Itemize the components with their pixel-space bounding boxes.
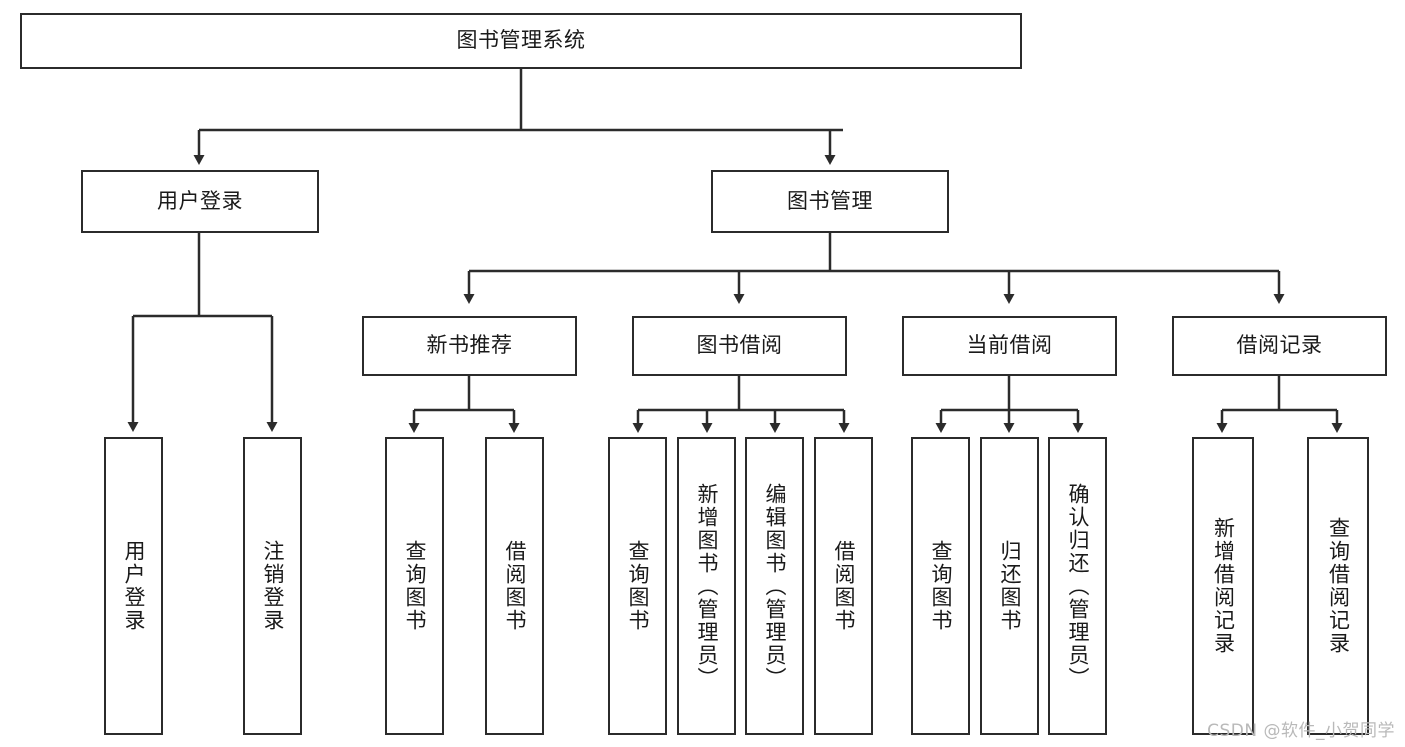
node-label: 用户登录: [121, 540, 146, 632]
node-label: 确认归还（管理员）: [1065, 482, 1090, 690]
leaf-borrow-query-book[interactable]: 查询图书: [608, 437, 667, 735]
node-label: 新增借阅记录: [1211, 517, 1236, 655]
leaf-current-query-book[interactable]: 查询图书: [911, 437, 970, 735]
node-book-borrow[interactable]: 图书借阅: [632, 316, 847, 376]
node-borrow-record[interactable]: 借阅记录: [1172, 316, 1387, 376]
leaf-borrow-borrow-book[interactable]: 借阅图书: [814, 437, 873, 735]
node-user-login[interactable]: 用户登录: [81, 170, 319, 233]
leaf-current-return-book[interactable]: 归还图书: [980, 437, 1039, 735]
leaf-current-confirm-return-admin[interactable]: 确认归还（管理员）: [1048, 437, 1107, 735]
node-label: 归还图书: [997, 540, 1022, 632]
leaf-record-add-record[interactable]: 新增借阅记录: [1192, 437, 1254, 735]
leaf-user-login-login[interactable]: 用户登录: [104, 437, 163, 735]
node-current-borrow[interactable]: 当前借阅: [902, 316, 1117, 376]
node-label: 查询借阅记录: [1326, 517, 1351, 655]
node-label: 查询图书: [402, 540, 427, 632]
node-label: 借阅记录: [1236, 333, 1323, 358]
node-label: 用户登录: [157, 188, 243, 213]
node-label: 借阅图书: [502, 540, 527, 632]
leaf-new-book-query[interactable]: 查询图书: [385, 437, 444, 735]
node-new-book-recommend[interactable]: 新书推荐: [362, 316, 577, 376]
node-label: 查询图书: [625, 540, 650, 632]
leaf-borrow-add-book-admin[interactable]: 新增图书（管理员）: [677, 437, 736, 735]
node-label: 当前借阅: [966, 333, 1053, 358]
node-label: 图书管理: [787, 188, 873, 213]
node-label: 图书管理系统: [456, 28, 586, 53]
node-label: 注销登录: [260, 540, 285, 632]
node-root-book-management-system[interactable]: 图书管理系统: [20, 13, 1022, 69]
leaf-user-login-logout[interactable]: 注销登录: [243, 437, 302, 735]
node-label: 编辑图书（管理员）: [762, 482, 787, 690]
node-label: 新增图书（管理员）: [694, 482, 719, 690]
node-label: 借阅图书: [831, 540, 856, 632]
leaf-record-query-record[interactable]: 查询借阅记录: [1307, 437, 1369, 735]
leaf-borrow-edit-book-admin[interactable]: 编辑图书（管理员）: [745, 437, 804, 735]
node-label: 查询图书: [928, 540, 953, 632]
node-book-management[interactable]: 图书管理: [711, 170, 949, 233]
node-label: 图书借阅: [696, 333, 783, 358]
node-label: 新书推荐: [426, 333, 513, 358]
leaf-new-book-borrow[interactable]: 借阅图书: [485, 437, 544, 735]
